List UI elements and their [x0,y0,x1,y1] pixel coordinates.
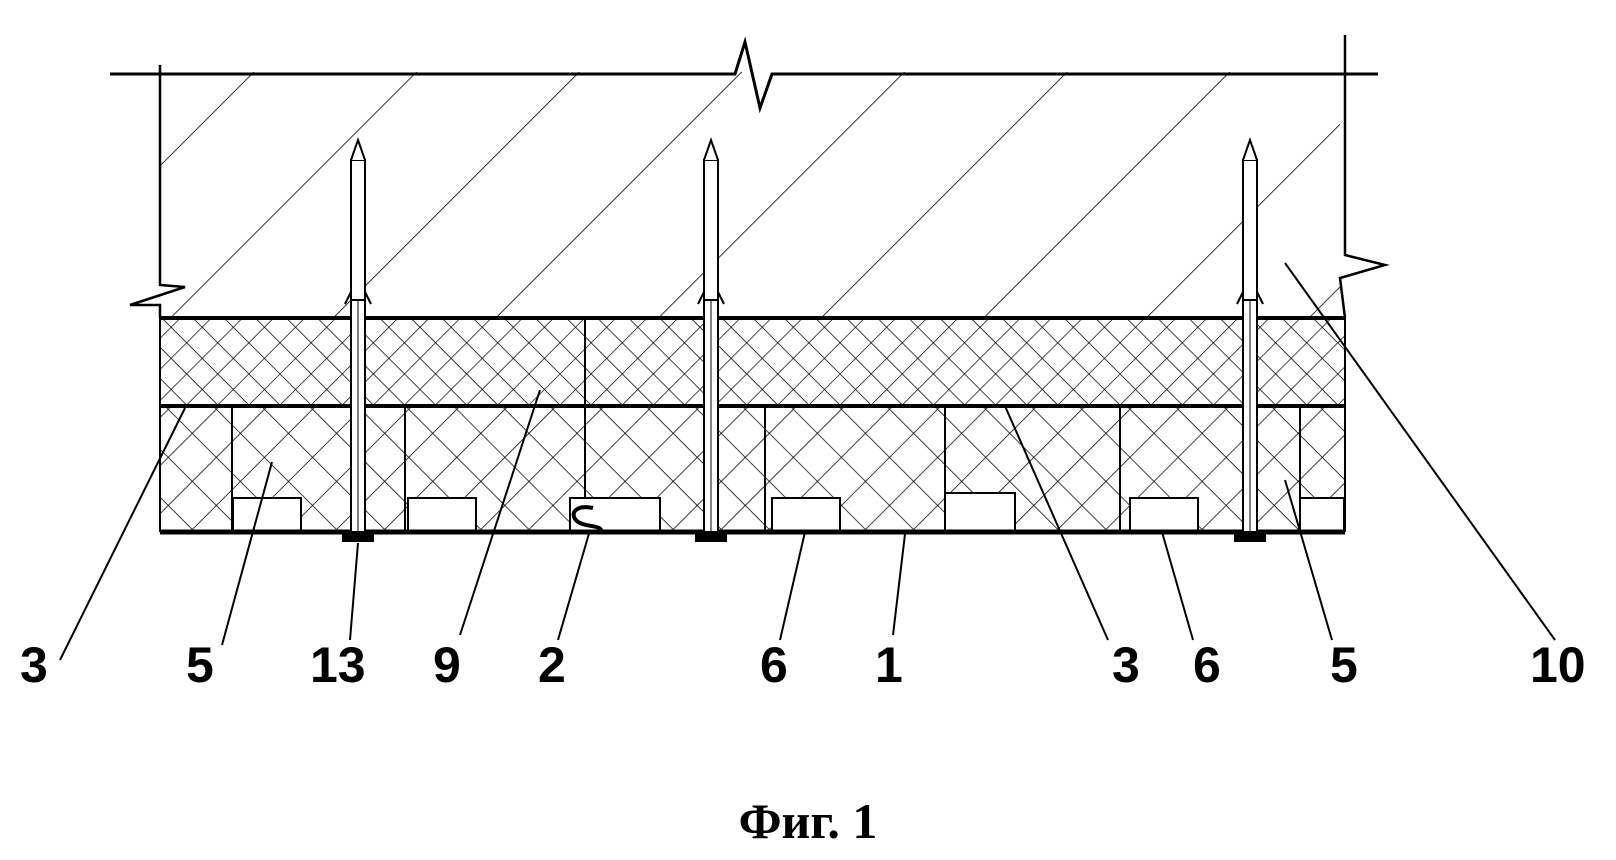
label-9: 9 [433,637,461,693]
anchor-3 [1234,136,1266,542]
reference-labels: 3 5 13 9 2 6 1 3 6 5 10 [20,637,1586,693]
concrete-slab [110,35,1390,319]
label-13: 13 [310,637,366,693]
anchor-1 [342,136,374,542]
label-10: 10 [1530,637,1586,693]
label-3-left: 3 [20,637,48,693]
label-5-right: 5 [1330,637,1358,693]
label-5-left: 5 [186,637,214,693]
figure-caption: Фиг. 1 [739,793,878,849]
label-3-right: 3 [1112,637,1140,693]
label-1: 1 [875,637,903,693]
label-6-left: 6 [760,637,788,693]
label-2: 2 [538,637,566,693]
insulation-layer [160,316,1345,408]
clip-hook [571,505,604,533]
label-6-right: 6 [1193,637,1221,693]
leader-lines [59,262,1556,661]
anchor-2 [695,136,727,542]
